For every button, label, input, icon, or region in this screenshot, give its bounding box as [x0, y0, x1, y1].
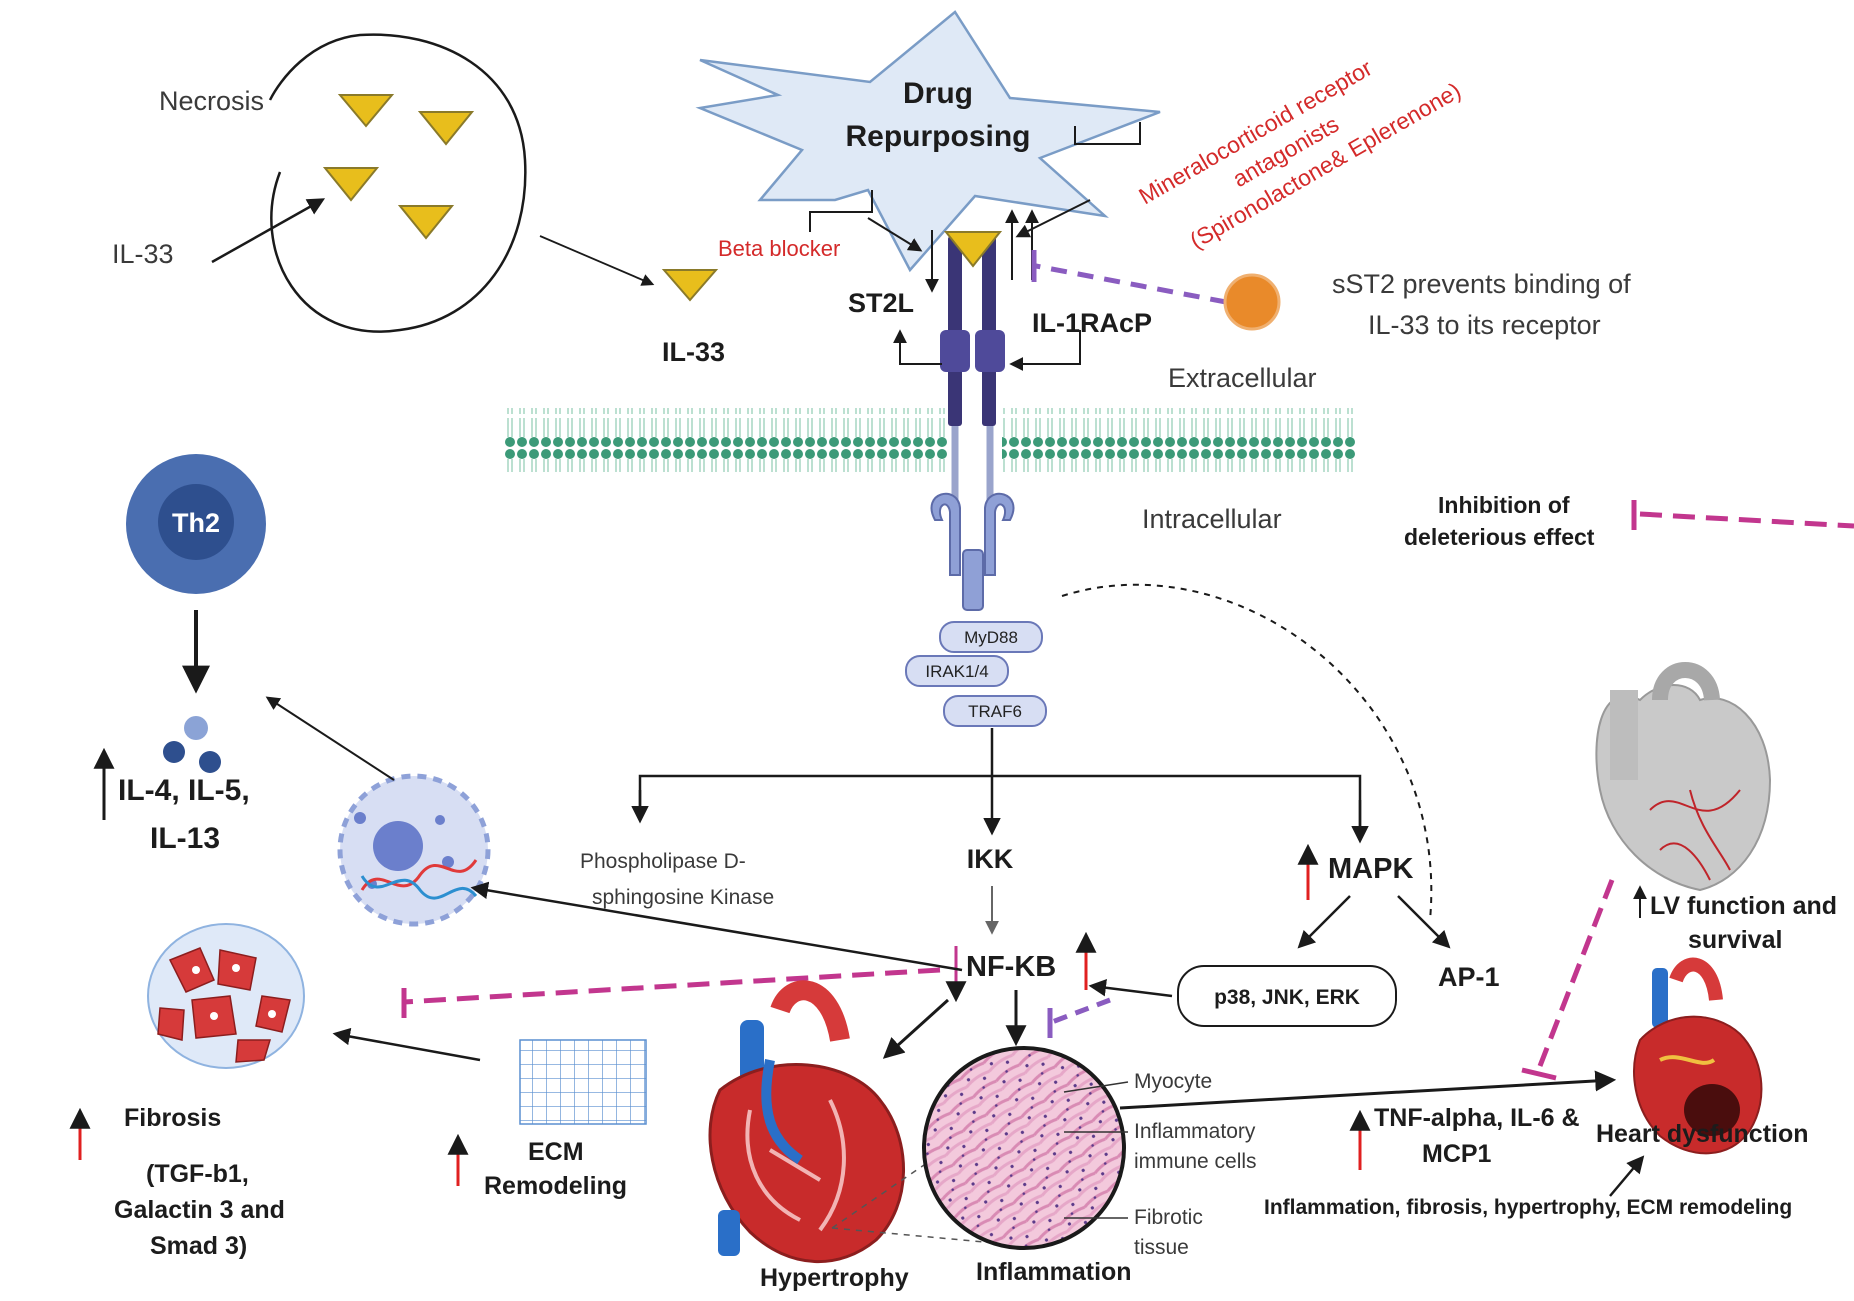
il33-particle-icon [322, 167, 380, 202]
p38-label: p38, JNK, ERK [1214, 986, 1360, 1009]
fibrosis-tissue-icon [147, 923, 305, 1069]
th2-label: Th2 [172, 508, 220, 538]
sst2-inhibition-line [1035, 263, 1227, 305]
lv-line1: LV function and [1650, 892, 1837, 920]
beta-blocker-arrow [867, 217, 923, 252]
nfkb-to-hypertrophy-arrow [882, 998, 950, 1059]
diseased-heart-icon [1633, 957, 1763, 1155]
sst2-text-line2: IL-33 to its receptor [1368, 310, 1601, 340]
ikk-label: IKK [967, 844, 1014, 874]
myd88-label: MyD88 [964, 628, 1018, 647]
pld-line1: Phospholipase D- [580, 850, 746, 873]
beta-blocker-label: Beta blocker [718, 236, 840, 261]
il-text-line1: IL-4, IL-5, [118, 774, 250, 807]
mra-label-group: Mineralocorticoid receptor antagonists (… [1134, 54, 1465, 253]
tnf-line1: TNF-alpha, IL-6 & [1374, 1104, 1580, 1132]
sst2-molecule-icon [1223, 273, 1281, 331]
il33-free-label: IL-33 [662, 337, 725, 367]
fibrosis-sub2: Galactin 3 and [114, 1196, 285, 1224]
hypertrophy-heart-icon [708, 980, 905, 1264]
mra-arrow [1015, 199, 1091, 238]
ecm-line2: Remodeling [484, 1172, 627, 1200]
ecm-mesh-icon [519, 1039, 647, 1125]
drug-title-line1: Drug [903, 77, 973, 110]
ap1-label: AP-1 [1438, 962, 1500, 992]
inhibition-legend-line2: deleterious effect [1404, 524, 1595, 550]
il33-particle-icon [397, 205, 455, 240]
bound-il33-icon [943, 231, 1003, 268]
extracellular-label: Extracellular [1168, 363, 1317, 393]
il1racp-label: IL-1RAcP [1032, 308, 1152, 338]
myocyte-label: Myocyte [1134, 1070, 1212, 1093]
membrane-left [504, 408, 948, 472]
tnf-line2: MCP1 [1422, 1140, 1492, 1168]
ecm-line1: ECM [528, 1138, 584, 1166]
myd88-box [939, 621, 1043, 653]
fibrosis-sub3: Smad 3) [150, 1232, 247, 1260]
inhibition-legend-line1: Inhibition of [1438, 492, 1570, 518]
st2-receptor-complex [893, 209, 1081, 611]
membrane-right [1002, 408, 1356, 472]
lv-inhibition-line [1537, 879, 1615, 1067]
cytokine-icon [184, 716, 208, 740]
drug-repurposing-star-icon [695, 10, 1161, 273]
traf6-box [943, 695, 1047, 727]
fibrosis-label: Fibrosis [124, 1104, 221, 1132]
intracellular-label: Intracellular [1142, 504, 1282, 534]
heart-dysfunction-label: Heart dysfunction [1596, 1120, 1809, 1148]
mapk-to-ap1-arrow [1397, 895, 1451, 949]
necrosis-label: Necrosis [159, 86, 264, 116]
inhibition-legend-line [1639, 511, 1854, 529]
fibrosis-sub1: (TGF-b1, [146, 1160, 249, 1188]
mra-bracket [1074, 122, 1141, 145]
drug-title-line2: Repurposing [846, 120, 1031, 153]
inflammation-label: Inflammation [976, 1258, 1132, 1286]
hypertrophy-label: Hypertrophy [760, 1264, 909, 1292]
irak-label: IRAK1/4 [925, 662, 988, 681]
footer-to-dysfunction-arrow [1609, 1155, 1645, 1197]
irak-box [905, 655, 1009, 687]
il33-particle-icon [417, 111, 475, 146]
branch-connector [638, 774, 1362, 840]
immune-line1: Inflammatory [1134, 1120, 1256, 1143]
il33-release-arrow [539, 235, 655, 286]
cytokine-icon [163, 741, 185, 763]
il33-entry-arrow [211, 198, 326, 264]
nfkb-to-nucleus-arrow [470, 881, 963, 972]
p38-to-nfkb-arrow [1088, 979, 1173, 998]
mapk-to-p38-arrow [1297, 895, 1351, 949]
sst2-text-line1: sST2 prevents binding of [1332, 269, 1631, 299]
mapk-label: MAPK [1328, 853, 1413, 885]
nfkb-label: NF-KB [966, 951, 1056, 983]
st2l-label: ST2L [848, 288, 914, 318]
immune-line2: immune cells [1134, 1150, 1257, 1173]
necrosis-cell [268, 33, 527, 333]
lv-line2: survival [1688, 926, 1783, 954]
inflammation-tissue-icon [922, 1046, 1126, 1250]
free-il33-icon [661, 269, 719, 302]
p38-box [1177, 965, 1397, 1027]
il33-left-label: IL-33 [112, 239, 174, 269]
cytokine-icon [199, 751, 221, 773]
footer-label: Inflammation, fibrosis, hypertrophy, ECM… [1264, 1196, 1792, 1219]
nucleus-to-il-arrow [265, 696, 395, 781]
traf6-label: TRAF6 [968, 702, 1022, 721]
il33-particle-icon [337, 94, 395, 128]
healthy-heart-icon [1595, 662, 1772, 892]
p38-inhibition-line [1051, 997, 1111, 1025]
beta-blocker-bracket [809, 190, 873, 232]
fibrotic-line1: Fibrotic [1134, 1206, 1203, 1229]
fibrosis-inhibition-line [403, 967, 941, 1005]
ecm-to-fibrosis-arrow [332, 1027, 481, 1062]
lv-inhibition-bar [1521, 1067, 1557, 1081]
ap1-feedback-loop [1061, 583, 1433, 921]
inflammation-to-dysfunction-arrow [1119, 1070, 1617, 1110]
fibrotic-line2: tissue [1134, 1236, 1189, 1259]
nuclear-cell-icon [337, 773, 491, 927]
il-text-line2: IL-13 [150, 822, 220, 855]
pld-line2: sphingosine Kinase [592, 886, 774, 909]
